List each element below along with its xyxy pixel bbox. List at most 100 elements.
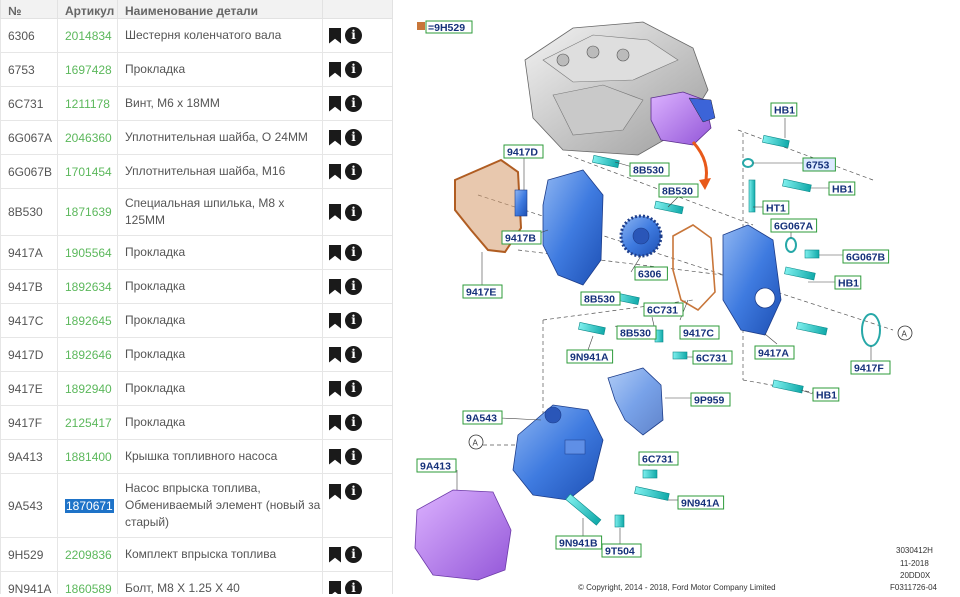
column-header-code[interactable]: № (0, 0, 58, 19)
label-6753[interactable]: 6753 (802, 157, 836, 172)
bookmark-icon[interactable] (329, 483, 341, 500)
info-icon[interactable]: i (345, 203, 362, 221)
label-box[interactable] (762, 200, 790, 215)
label-8b530-low[interactable]: 8B530 (580, 291, 621, 306)
label-8b530-bottom[interactable]: 8B530 (616, 325, 657, 340)
label-9417e[interactable]: 9417E (462, 284, 503, 299)
bookmark-icon[interactable] (329, 448, 341, 465)
article-number-text[interactable]: 1870671 (65, 498, 114, 513)
label-6c731-mid[interactable]: 6C731 (643, 302, 684, 317)
label-box[interactable] (802, 157, 836, 172)
article-number-link[interactable]: 1892645 (57, 303, 118, 338)
info-icon[interactable]: i (345, 312, 362, 329)
label-text[interactable]: 9417D (507, 147, 538, 159)
label-box[interactable] (566, 349, 614, 364)
article-number-text[interactable]: 1892645 (65, 313, 112, 328)
bookmark-icon[interactable] (329, 546, 341, 563)
bookmark-icon[interactable] (329, 163, 341, 180)
article-number-text[interactable]: 1892940 (65, 381, 112, 396)
bookmark-icon[interactable] (329, 278, 341, 295)
article-number-text[interactable]: 1211178 (65, 96, 110, 111)
label-hb1-top[interactable]: HB1 (770, 102, 798, 117)
label-box[interactable] (754, 345, 795, 360)
article-number-link[interactable]: 1881400 (57, 439, 118, 474)
label-9a543[interactable]: 9A543 (462, 410, 503, 425)
info-icon[interactable]: i (345, 483, 362, 500)
label-box[interactable] (690, 392, 731, 407)
label-box[interactable] (679, 325, 720, 340)
label-6c731-lower[interactable]: 6C731 (638, 451, 679, 466)
article-number-link[interactable]: 2125417 (57, 405, 118, 440)
info-icon[interactable]: i (345, 580, 362, 594)
label-8b530-mid[interactable]: 8B530 (658, 183, 699, 198)
label-text[interactable]: 6C731 (647, 305, 678, 317)
label-text[interactable]: HB1 (838, 278, 859, 290)
label-text[interactable]: 9A543 (466, 413, 497, 425)
label-text[interactable]: 9417F (854, 363, 884, 375)
info-icon[interactable]: i (345, 414, 362, 431)
article-number-link[interactable]: 1905564 (57, 235, 118, 270)
label-9417c[interactable]: 9417C (679, 325, 720, 340)
label-text[interactable]: 6C731 (642, 454, 673, 466)
article-number-link[interactable]: 1870671 (57, 473, 118, 538)
label-text[interactable]: 9A413 (420, 461, 451, 473)
label-9t504[interactable]: 9T504 (601, 543, 642, 558)
article-number-link[interactable]: 1892940 (57, 371, 118, 406)
label-text[interactable]: 8B530 (620, 328, 651, 340)
label-box[interactable] (462, 410, 503, 425)
label-text[interactable]: HT1 (766, 203, 786, 215)
label-9p959[interactable]: 9P959 (690, 392, 731, 407)
label-text[interactable]: HB1 (832, 184, 853, 196)
bookmark-icon[interactable] (329, 312, 341, 329)
label-box[interactable] (770, 102, 798, 117)
article-number-text[interactable]: 1697428 (65, 62, 112, 77)
label-9n941a-lower[interactable]: 9N941A (677, 495, 725, 510)
article-number-link[interactable]: 1860589 (57, 571, 118, 594)
bookmark-icon[interactable] (329, 27, 341, 44)
bookmark-icon[interactable] (329, 129, 341, 146)
label-text[interactable]: 6C731 (696, 353, 727, 365)
label-text[interactable]: 8B530 (584, 294, 615, 306)
article-number-text[interactable]: 2046360 (65, 130, 112, 145)
label-text[interactable]: 9N941B (559, 538, 598, 550)
article-number-link[interactable]: 1697428 (57, 52, 118, 87)
info-icon[interactable]: i (345, 244, 362, 261)
article-number-link[interactable]: 1892646 (57, 337, 118, 372)
info-icon[interactable]: i (345, 95, 362, 112)
article-number-text[interactable]: 2125417 (65, 415, 112, 430)
bookmark-icon[interactable] (329, 580, 341, 594)
article-number-link[interactable]: 1701454 (57, 154, 118, 189)
info-icon[interactable]: i (345, 27, 362, 44)
label-9417b[interactable]: 9417B (501, 230, 542, 245)
label-text[interactable]: 6G067A (774, 221, 814, 233)
label-6306[interactable]: 6306 (634, 266, 668, 281)
label-9417a[interactable]: 9417A (754, 345, 795, 360)
label-hb1-upper[interactable]: HB1 (828, 181, 856, 196)
label-text[interactable]: 9417B (505, 233, 536, 245)
label-text[interactable]: 6G067B (846, 252, 886, 264)
label-text[interactable]: 9417E (466, 287, 496, 299)
label-box[interactable] (501, 230, 542, 245)
bookmark-icon[interactable] (329, 61, 341, 78)
label-text[interactable]: HB1 (774, 105, 795, 117)
info-icon[interactable]: i (345, 448, 362, 465)
label-8b530-top[interactable]: 8B530 (629, 162, 670, 177)
label-text[interactable]: 6306 (638, 269, 662, 281)
label-box[interactable] (677, 495, 725, 510)
bookmark-icon[interactable] (329, 204, 341, 220)
article-number-text[interactable]: 1871639 (65, 205, 112, 219)
article-number-text[interactable]: 1701454 (65, 164, 112, 179)
bookmark-icon[interactable] (329, 380, 341, 397)
